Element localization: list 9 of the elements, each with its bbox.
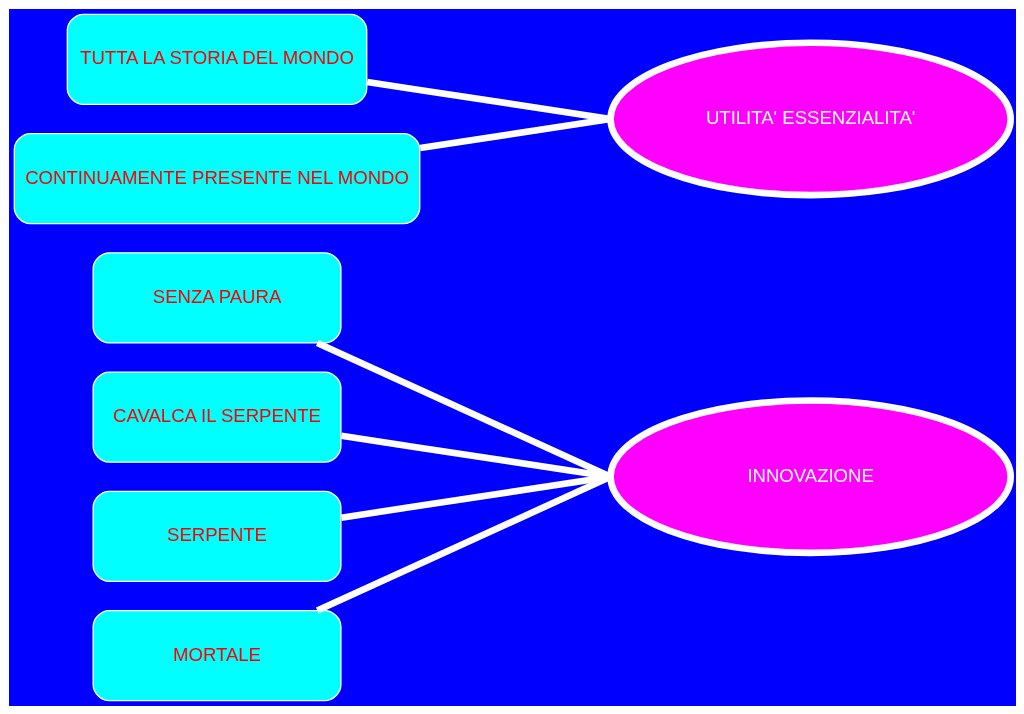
node-box: SERPENTE (91, 490, 342, 582)
node-ellipse: UTILITA' ESSENZIALITA' (606, 39, 1014, 198)
node-ellipse: INNOVAZIONE (606, 396, 1014, 556)
connector (366, 78, 611, 122)
node-box: TUTTA LA STORIA DEL MONDO (66, 13, 367, 105)
node-box: MORTALE (91, 609, 342, 701)
node-box: CONTINUAMENTE PRESENTE NEL MONDO (13, 132, 420, 224)
node-box: CAVALCA IL SERPENTE (91, 370, 342, 463)
node-box: SENZA PAURA (91, 251, 342, 344)
